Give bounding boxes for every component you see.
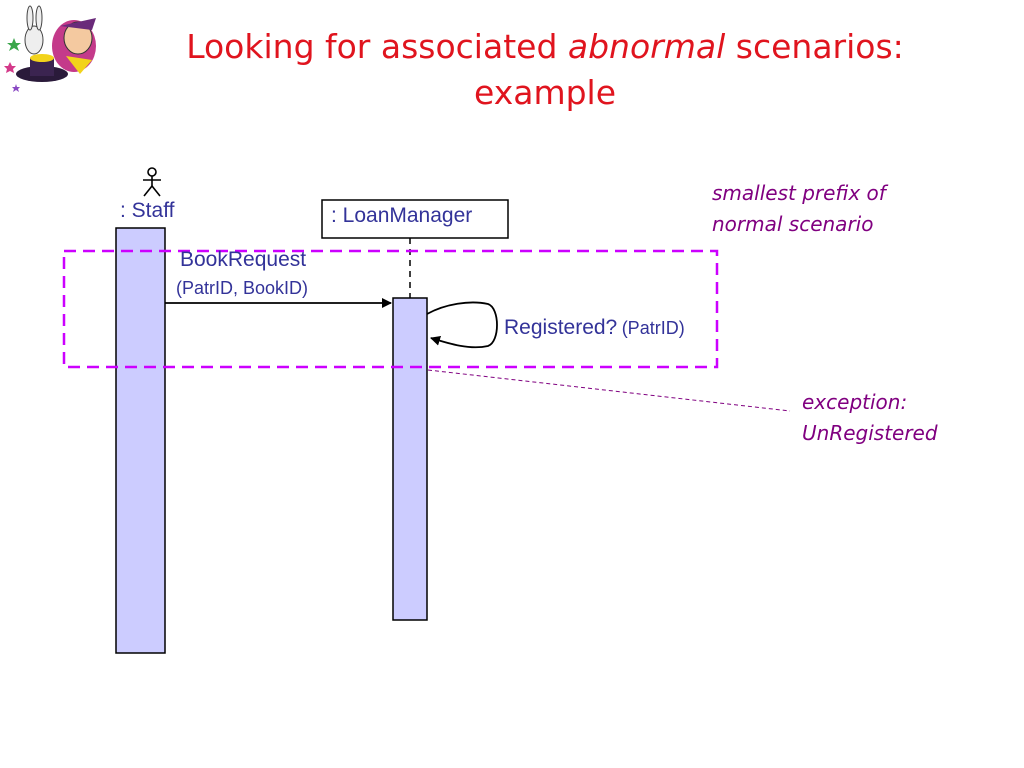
bookrequest-message-name: BookRequest [180, 248, 307, 271]
title-text-line2: example [473, 73, 617, 112]
title-text-part1: Looking for associated [186, 27, 568, 66]
staff-actor-label: : Staff [120, 199, 175, 222]
loanmanager-object-box [321, 199, 509, 239]
title-text-emphasis: abnormal [567, 27, 726, 66]
prefix-note-line2: normal scenario [712, 212, 874, 236]
staff-activation-bar [115, 227, 166, 654]
bookrequest-message-params: (PatrID, BookID) [176, 278, 309, 298]
exception-note-line2: UnRegistered [802, 421, 938, 445]
registered-self-call-arrow [426, 301, 498, 349]
slide-title: Looking for associated abnormal scenario… [130, 24, 960, 116]
prefix-note: smallest prefix of normal scenario [712, 178, 886, 240]
loanmanager-activation-bar [392, 297, 428, 621]
prefix-note-line1: smallest prefix of [712, 181, 886, 205]
normal-prefix-highlight-box [62, 249, 719, 369]
title-text-part2: scenarios: [725, 27, 904, 66]
loanmanager-object-label: : LoanManager [331, 204, 473, 227]
registered-message-name: Registered? [504, 316, 618, 339]
registered-message-label: Registered? (PatrID) [504, 316, 685, 340]
exception-note: exception: UnRegistered [802, 387, 938, 449]
magician-rabbit-logo [4, 5, 96, 92]
exception-note-line1: exception: [802, 390, 908, 414]
exception-connector-line [427, 369, 791, 412]
stick-figure-actor-icon [143, 167, 161, 197]
registered-message-params: (PatrID) [621, 318, 685, 338]
